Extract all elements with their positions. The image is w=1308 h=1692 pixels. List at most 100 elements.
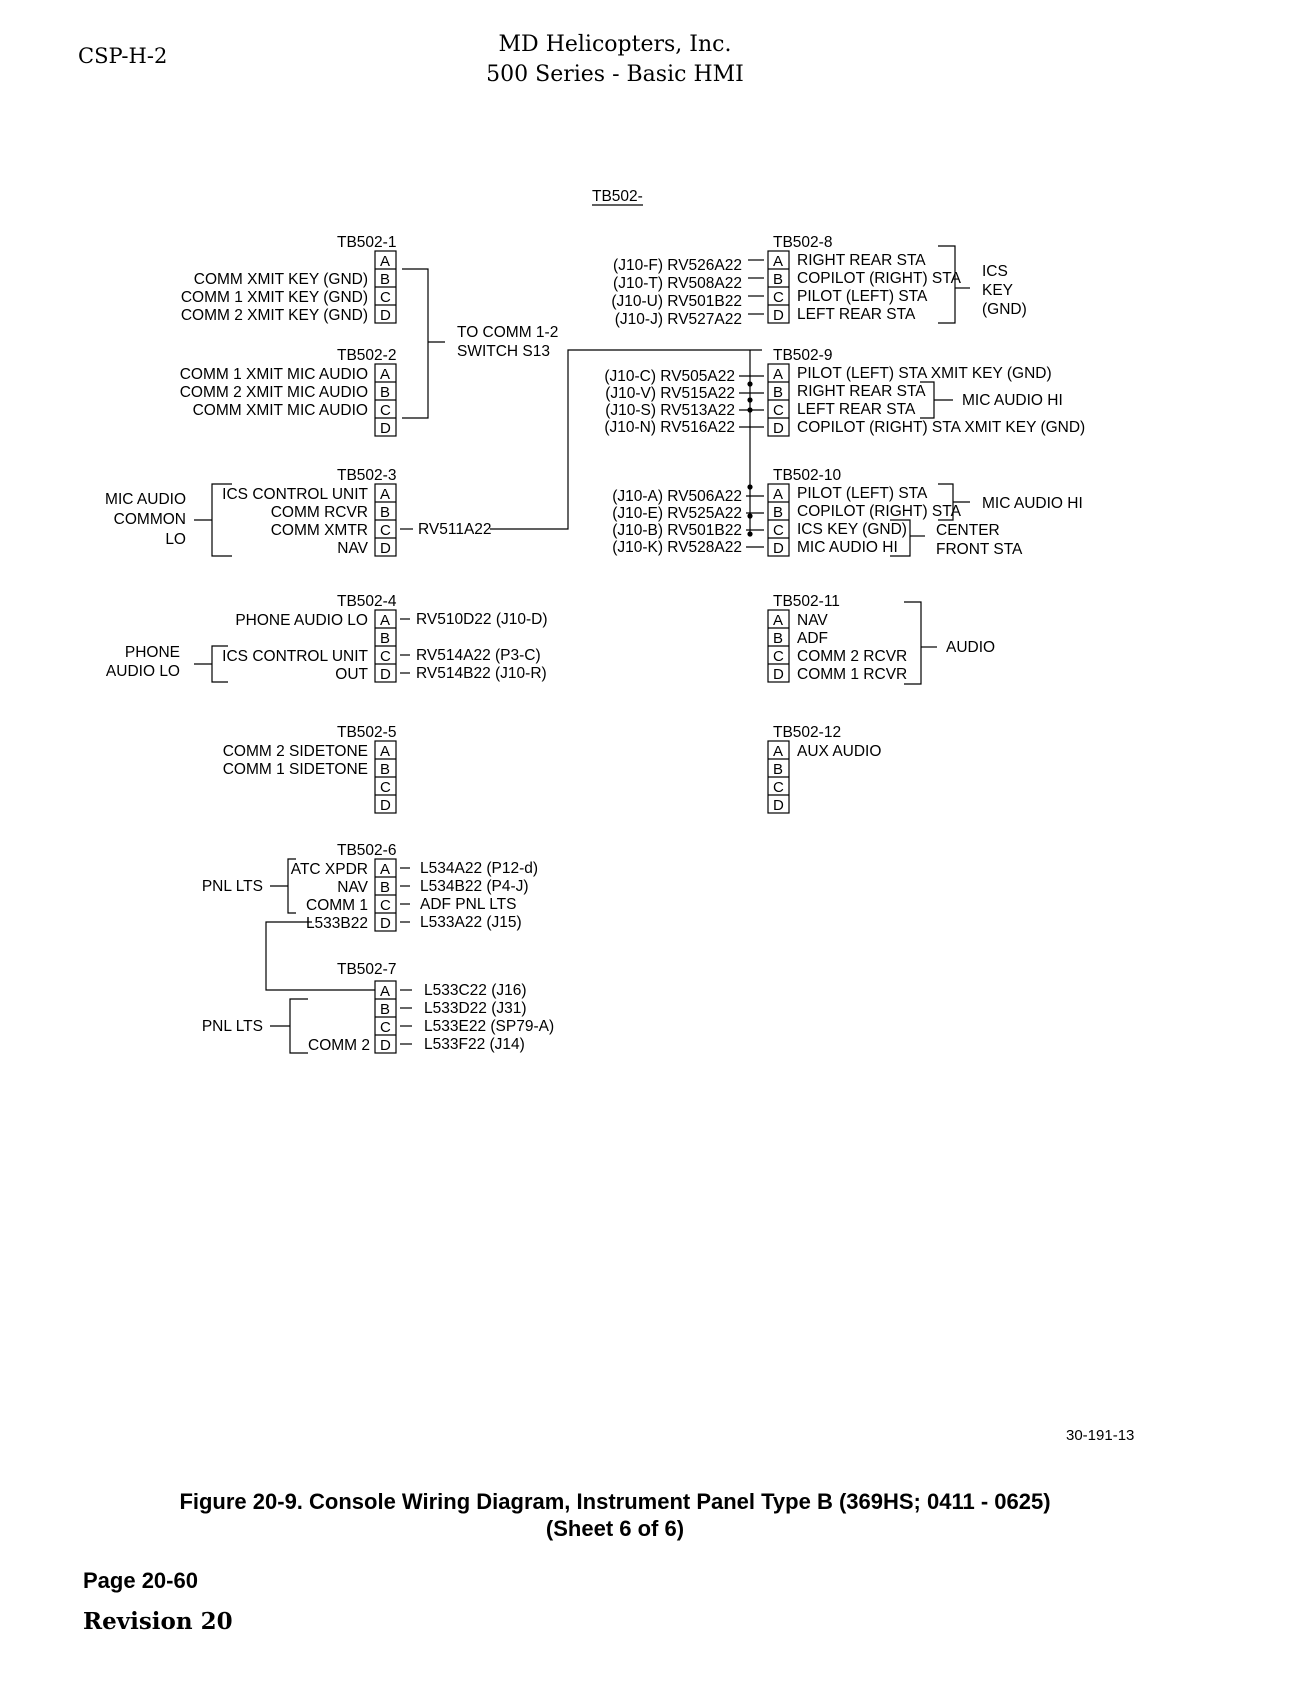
- tb502-5-pin-c: C: [380, 779, 391, 796]
- caption-line-1: Figure 20-9. Console Wiring Diagram, Ins…: [179, 1489, 1051, 1514]
- tb502-3-label-c: COMM XMTR: [271, 522, 368, 539]
- terminal-block-tb502-4: TB502-4 A B C D PHONE AUDIO LO ICS CONTR…: [106, 593, 548, 683]
- tb502-6-wire-a: L534A22 (P12-d): [420, 860, 538, 877]
- tb502-2-pin-b: B: [380, 384, 390, 401]
- phone-audio-lo-label: PHONE: [125, 644, 180, 661]
- terminal-block-tb502-2: TB502-2 A B C D COMM 1 XMIT MIC AUDIO CO…: [180, 347, 397, 437]
- page-header: MD Helicopters, Inc. 500 Series - Basic …: [0, 30, 1230, 90]
- tb502-8-label-a: RIGHT REAR STA: [797, 252, 926, 269]
- terminal-block-tb502-11: TB502-11 A B C D NAV ADF COMM 2 RCVR COM…: [767, 593, 995, 685]
- tb502-3-pin-c: C: [380, 522, 391, 539]
- tb502-9-wire-c: (J10-S) RV513A22: [605, 402, 735, 419]
- tb502-2-pin-a: A: [380, 366, 390, 383]
- tb502-5-pin-d: D: [380, 797, 391, 814]
- tb502-10-wire-d: (J10-K) RV528A22: [612, 539, 742, 556]
- tb502-11-label-a: NAV: [797, 612, 828, 629]
- tb502-7-pin-c: C: [380, 1019, 391, 1036]
- terminal-block-tb502-10: TB502-10 A B C D (J10-A) RV506A22 (J10-E…: [612, 467, 1083, 558]
- tb502-1-pin-b: B: [380, 271, 390, 288]
- tb502-5-label-b: COMM 1 SIDETONE: [223, 761, 368, 778]
- terminal-block-tb502-1: TB502-1 A B C D COMM XMIT KEY (GND) COMM…: [181, 234, 397, 324]
- tb502-9-pin-a: A: [773, 366, 783, 383]
- tb502-6-label-c: COMM 1: [306, 897, 368, 914]
- tb502-10-pin-d: D: [773, 540, 784, 557]
- tb502-8-wire-c: (J10-U) RV501B22: [611, 293, 742, 310]
- tb502-6-wire-d: L533A22 (J15): [420, 914, 522, 931]
- company-name: MD Helicopters, Inc.: [498, 32, 732, 57]
- terminal-block-tb502-9: TB502-9 A B C D (J10-C) RV505A22 (J10-V)…: [604, 347, 1085, 437]
- tb502-12-title: TB502-12: [773, 724, 841, 741]
- tb502-8-wire-d: (J10-J) RV527A22: [615, 311, 742, 328]
- tb502-11-pin-c: C: [773, 648, 784, 665]
- tb502-8-title: TB502-8: [773, 234, 832, 251]
- caption-line-2: (Sheet 6 of 6): [545, 1516, 685, 1541]
- tb502-6-pin-d: D: [380, 915, 391, 932]
- tb502-4-label-c: ICS CONTROL UNIT: [222, 648, 368, 665]
- tb502-11-pin-d: D: [773, 666, 784, 683]
- tb502-11-pin-b: B: [773, 630, 783, 647]
- tb502-4-wire-c: RV514A22 (P3-C): [416, 647, 541, 664]
- tb502-4-title: TB502-4: [337, 593, 397, 610]
- tb502-9-label-b: RIGHT REAR STA: [797, 383, 926, 400]
- tb502-10-wire-c: (J10-B) RV501B22: [612, 522, 742, 539]
- tb502-6-label-d: L533B22: [306, 915, 368, 932]
- tb502-1-label-c: COMM 1 XMIT KEY (GND): [181, 289, 368, 306]
- tb502-9-pin-c: C: [773, 402, 784, 419]
- mic-audio-common-label-2: COMMON: [114, 511, 186, 528]
- to-comm-switch-label: TO COMM 1-2: [457, 324, 558, 341]
- phone-audio-lo-label-2: AUDIO LO: [106, 663, 180, 680]
- tb502-7-label-d: COMM 2: [308, 1037, 370, 1054]
- tb502-3-wire-c: RV511A22: [418, 521, 492, 538]
- tb502-3-pin-a: A: [380, 486, 390, 503]
- tb502-12-label-a: AUX AUDIO: [797, 743, 881, 760]
- terminal-block-tb502-12: TB502-12 A B C D AUX AUDIO: [767, 724, 881, 814]
- tb502-4-pin-b: B: [380, 630, 390, 647]
- tb502-3-pin-d: D: [380, 540, 391, 557]
- tb502-12-pin-c: C: [773, 779, 784, 796]
- tb502-4-pin-c: C: [380, 648, 391, 665]
- tb502-9-title: TB502-9: [773, 347, 832, 364]
- mic-audio-common-label: MIC AUDIO: [105, 491, 186, 508]
- tb502-8-pin-d: D: [773, 307, 784, 324]
- tb502-4-pin-a: A: [380, 612, 390, 629]
- tb502-1-pin-c: C: [380, 289, 391, 306]
- tb502-9-label-a: PILOT (LEFT) STA XMIT KEY (GND): [797, 365, 1052, 382]
- figure-code: 30-191-13: [1066, 1427, 1135, 1444]
- terminal-block-tb502-5: TB502-5 A B C D COMM 2 SIDETONE COMM 1 S…: [223, 724, 397, 814]
- tb502-7-wire-d: L533F22 (J14): [424, 1036, 525, 1053]
- tb502-7-wire-c: L533E22 (SP79-A): [424, 1018, 554, 1035]
- tb502-11-label-b: ADF: [797, 630, 828, 647]
- tb502-11-label-c: COMM 2 RCVR: [797, 648, 907, 665]
- terminal-block-tb502-6: TB502-6 A B C D ATC XPDR NAV COMM 1 L533…: [202, 842, 538, 991]
- tb502-9-wire-b: (J10-V) RV515A22: [605, 385, 735, 402]
- terminal-block-tb502-8: TB502-8 A B C D (J10-F) RV526A22 (J10-T)…: [611, 234, 1026, 328]
- tb502-9-wire-a: (J10-C) RV505A22: [604, 368, 735, 385]
- tb502-12-pin-a: A: [773, 743, 783, 760]
- tb502-7-wire-b: L533D22 (J31): [424, 1000, 527, 1017]
- tb502-5-pin-a: A: [380, 743, 390, 760]
- tb502-9-pin-d: D: [773, 420, 784, 437]
- tb502-7-pin-b: B: [380, 1001, 390, 1018]
- tb502-10-pin-b: B: [773, 504, 783, 521]
- tb502-1-label-d: COMM 2 XMIT KEY (GND): [181, 307, 368, 324]
- tb502-8-pin-a: A: [773, 253, 783, 270]
- tb502-1-pin-d: D: [380, 307, 391, 324]
- tb502-3-label-b: COMM RCVR: [271, 504, 368, 521]
- tb502-8-label-c: PILOT (LEFT) STA: [797, 288, 928, 305]
- ics-key-gnd-label: ICS: [982, 263, 1008, 280]
- tb502-10-label-b: COPILOT (RIGHT) STA: [797, 503, 962, 520]
- tb502-6-wire-b: L534B22 (P4-J): [420, 878, 529, 895]
- tb502-10-label-c: ICS KEY (GND): [797, 521, 907, 538]
- tb502-4-wire-d: RV514B22 (J10-R): [416, 665, 547, 682]
- tb502-7-wire-a: L533C22 (J16): [424, 982, 527, 999]
- tb502-2-pin-c: C: [380, 402, 391, 419]
- tb502-4-pin-d: D: [380, 666, 391, 683]
- tb502-2-pin-d: D: [380, 420, 391, 437]
- tb502-6-pin-a: A: [380, 861, 390, 878]
- tb502-7-pin-d: D: [380, 1037, 391, 1054]
- tb502-8-wire-a: (J10-F) RV526A22: [613, 257, 742, 274]
- tb502-10-pin-a: A: [773, 486, 783, 503]
- document-code: CSP-H-2: [78, 44, 168, 68]
- tb502-10-label-d: MIC AUDIO HI: [797, 539, 898, 556]
